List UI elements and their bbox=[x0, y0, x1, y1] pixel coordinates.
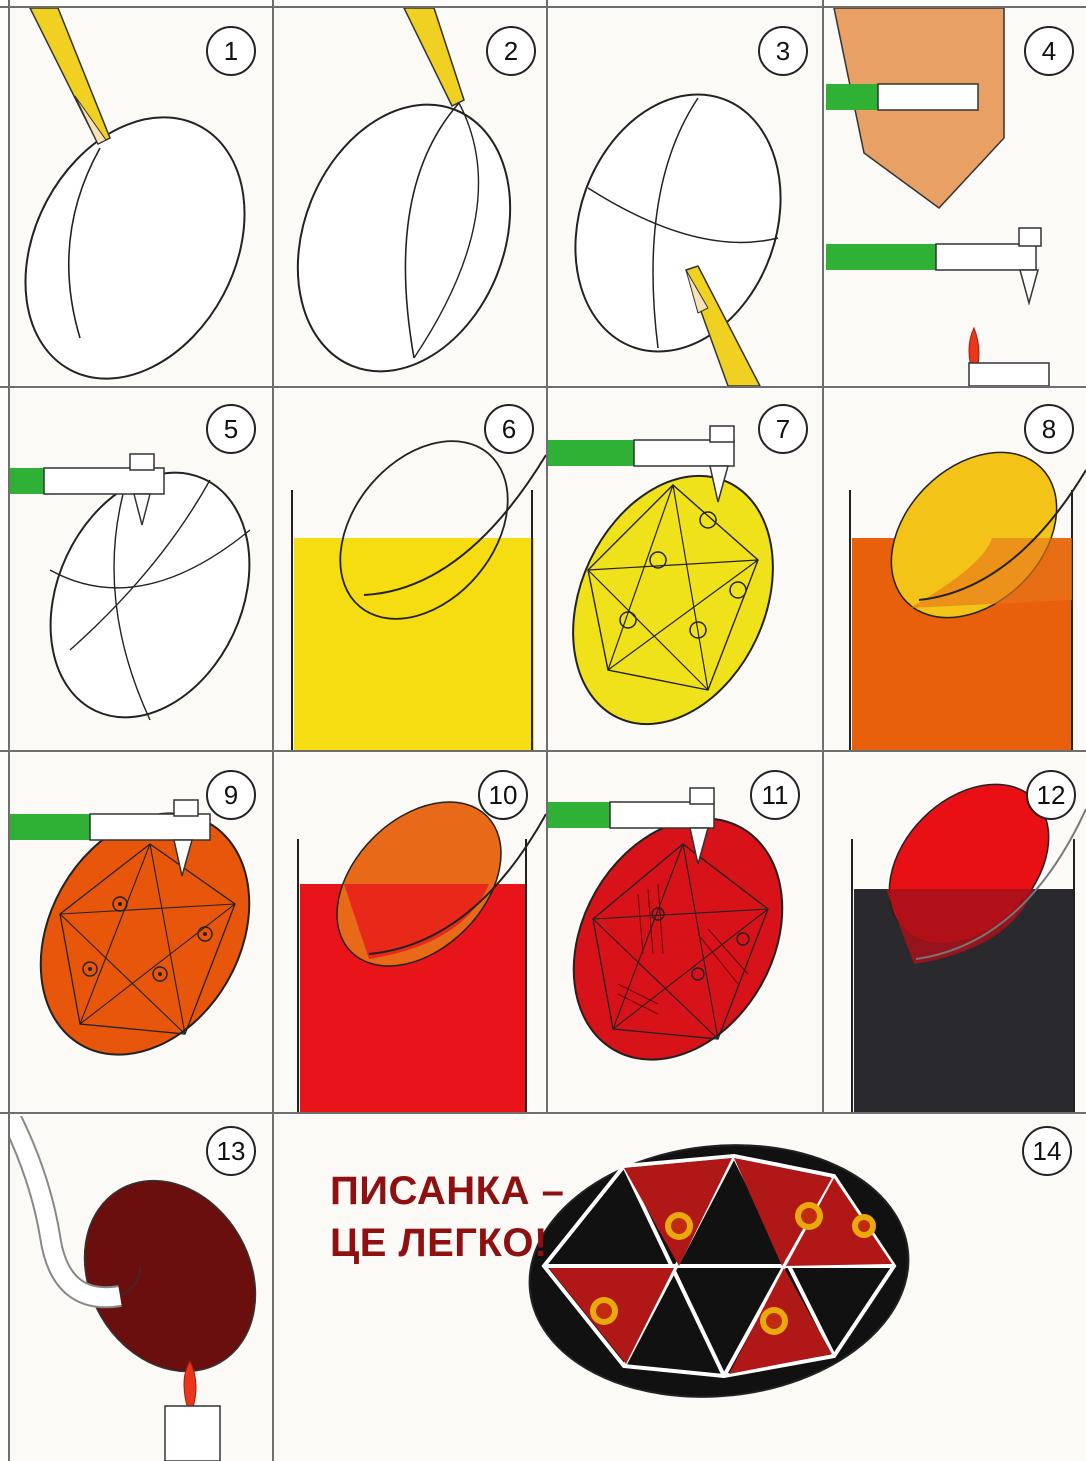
slogan-heading: ПИСАНКА – ЦЕ ЛЕГКО! bbox=[330, 1165, 600, 1269]
grid-divider bbox=[822, 0, 824, 1114]
step-number-badge: 5 bbox=[206, 404, 256, 454]
grid-divider bbox=[0, 750, 1086, 752]
step-number-badge: 2 bbox=[486, 26, 536, 76]
grid-divider bbox=[272, 0, 274, 1461]
step-1-panel: 1 bbox=[10, 8, 272, 386]
step-number-badge: 12 bbox=[1026, 770, 1076, 820]
step-2-panel: 2 bbox=[274, 8, 546, 386]
step-5-panel: 5 bbox=[10, 390, 272, 750]
step-number-badge: 3 bbox=[758, 26, 808, 76]
step-7-panel: 7 bbox=[548, 390, 822, 750]
step-number-badge: 13 bbox=[206, 1126, 256, 1176]
grid-divider bbox=[0, 386, 1086, 388]
step-number-badge: 9 bbox=[206, 770, 256, 820]
step-number-badge: 8 bbox=[1024, 404, 1074, 454]
grid-divider bbox=[8, 0, 10, 1461]
grid-divider bbox=[546, 0, 548, 1114]
grid-divider bbox=[0, 6, 1086, 8]
grid-divider bbox=[0, 1112, 1086, 1114]
step-number-badge: 11 bbox=[750, 770, 800, 820]
step-number-badge: 14 bbox=[1022, 1126, 1072, 1176]
step-number-badge: 7 bbox=[758, 404, 808, 454]
step-number-badge: 6 bbox=[484, 404, 534, 454]
step-6-panel: 6 bbox=[274, 390, 546, 750]
step-number-badge: 4 bbox=[1024, 26, 1074, 76]
step-11-panel: 11 bbox=[548, 754, 822, 1112]
step-3-panel: 3 bbox=[548, 8, 822, 386]
slogan-line-2: ЦЕ ЛЕГКО! bbox=[330, 1217, 600, 1269]
step-4-panel: 4 bbox=[824, 8, 1086, 386]
slogan-line-1: ПИСАНКА – bbox=[330, 1165, 600, 1217]
step-number-badge: 10 bbox=[478, 770, 528, 820]
step-10-panel: 10 bbox=[274, 754, 546, 1112]
step-8-panel: 8 bbox=[824, 390, 1086, 750]
step-12-panel: 12 bbox=[824, 754, 1086, 1112]
step-number-badge: 1 bbox=[206, 26, 256, 76]
step-9-panel: 9 bbox=[10, 754, 272, 1112]
step-13-panel: 13 bbox=[10, 1116, 272, 1461]
